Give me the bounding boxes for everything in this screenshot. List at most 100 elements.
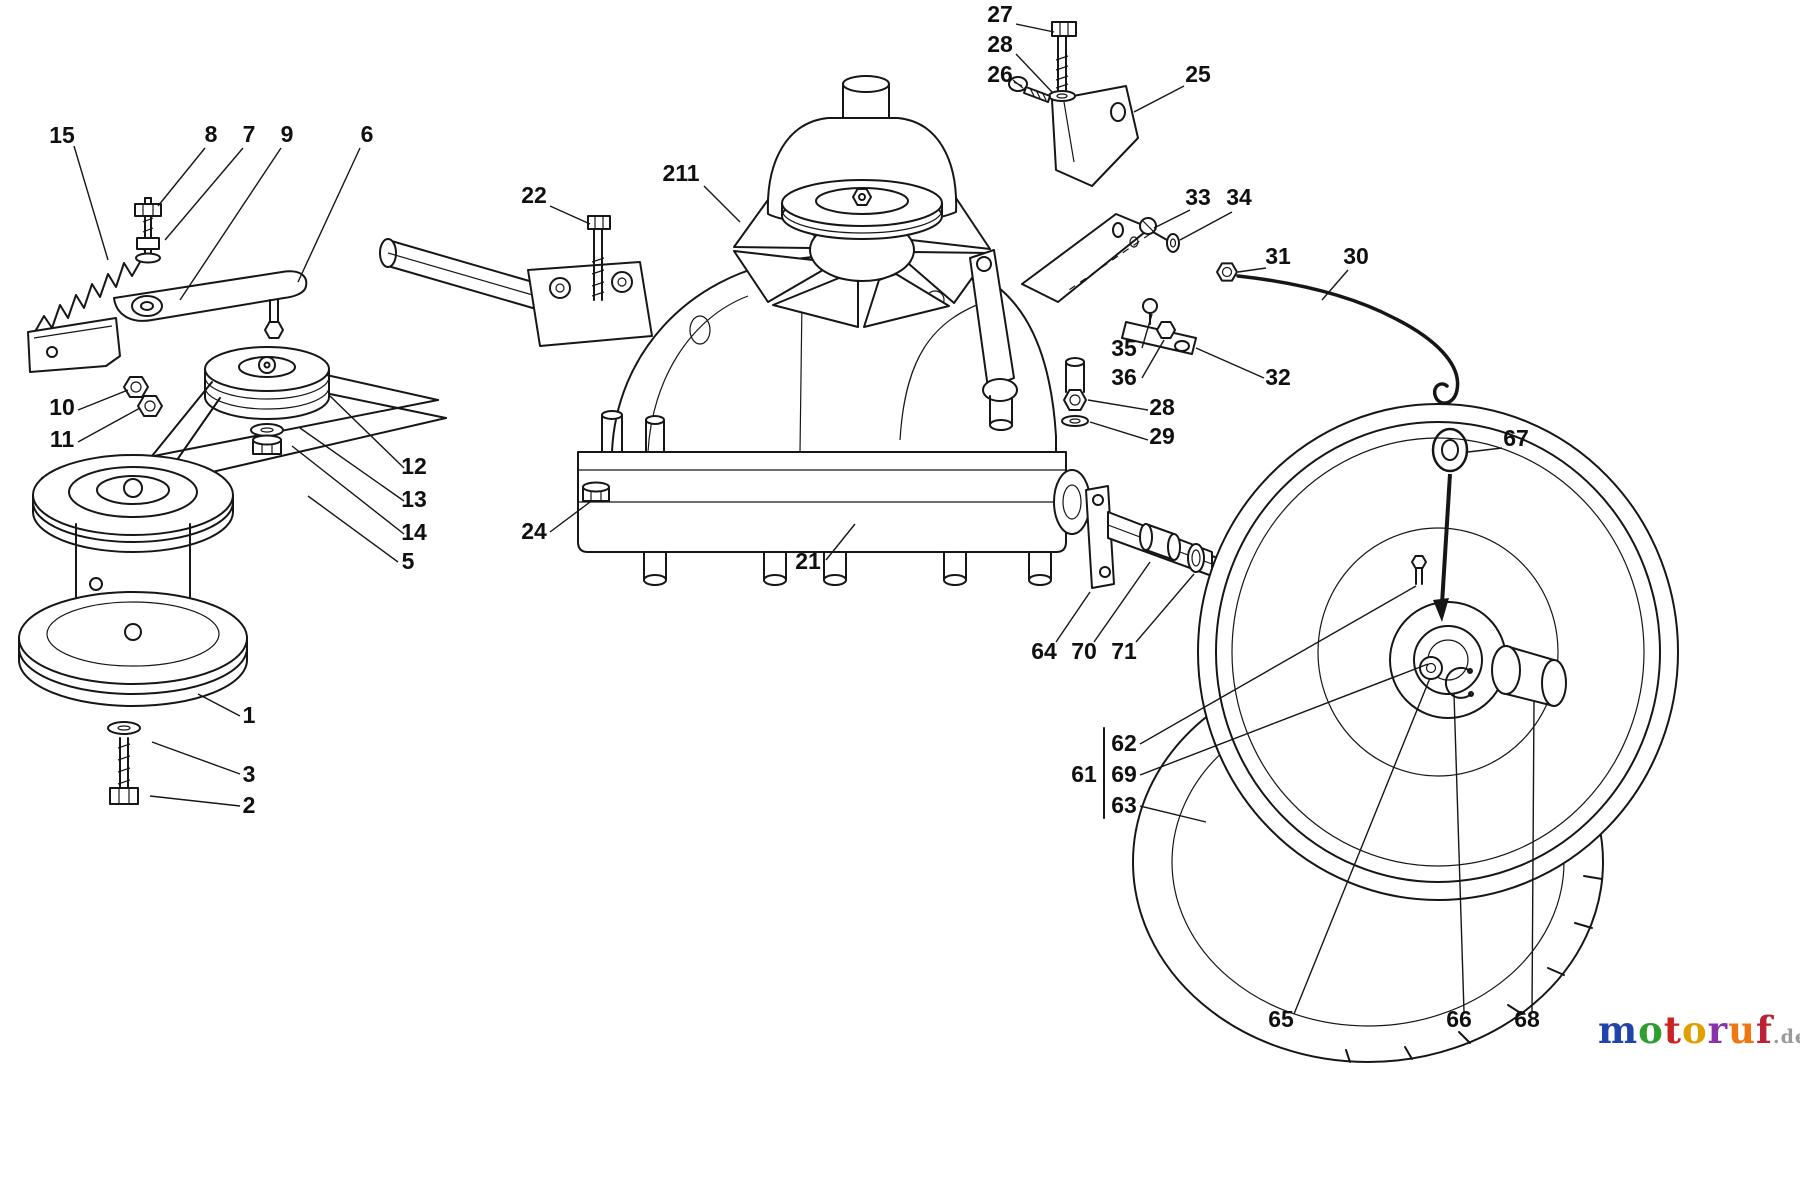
leader-line-25 (1133, 85, 1185, 113)
leader-line-13 (299, 427, 405, 502)
link-bar (1121, 298, 1197, 355)
insert-arrow (1433, 473, 1452, 622)
leader-line-71 (1135, 573, 1195, 643)
watermark-letter: t (1663, 1008, 1682, 1052)
part-label-31: 31 (1265, 243, 1291, 269)
part-label-6: 6 (361, 121, 374, 147)
adjuster-bolt (134, 197, 162, 264)
main-pulley-assembly (18, 454, 248, 805)
tensioner-lever (113, 270, 308, 339)
part-label-65: 65 (1268, 1006, 1294, 1032)
hex-nut-11 (137, 395, 163, 417)
input-shaft (379, 238, 551, 314)
watermark-word: motoruf (1598, 1008, 1773, 1052)
washer-67 (1431, 427, 1469, 473)
leader-line-14 (291, 445, 405, 535)
leader-line-21 (825, 523, 856, 561)
hex-nut-10 (123, 376, 149, 398)
part-label-22: 22 (521, 182, 547, 208)
leader-line-29 (1089, 421, 1149, 441)
leader-line-6 (297, 147, 361, 283)
leader-line-24 (549, 501, 591, 533)
leader-line-5 (307, 495, 399, 563)
part-label-64: 64 (1031, 638, 1057, 664)
part-label-36: 36 (1111, 364, 1137, 390)
nut-24 (582, 481, 610, 502)
leader-line-32 (1195, 347, 1265, 379)
hub-cap (1491, 645, 1567, 707)
leader-line-1 (197, 693, 241, 717)
upper-bracket-group (1008, 21, 1460, 405)
part-label-21: 21 (795, 548, 821, 574)
transmission-assembly (379, 75, 1197, 586)
leader-line-36 (1141, 339, 1165, 379)
leader-line-10 (77, 389, 129, 411)
part-label-2: 2 (243, 792, 256, 818)
part-label-10: 10 (49, 394, 75, 420)
part-label-28b: 28 (1149, 394, 1175, 420)
part-label-71: 71 (1111, 638, 1137, 664)
tensioner-assembly (27, 197, 330, 455)
control-rod-30 (1236, 274, 1460, 405)
part-label-66: 66 (1446, 1006, 1472, 1032)
anchor-bracket (27, 317, 121, 373)
screw-26 (1008, 76, 1051, 103)
mounting-studs (643, 551, 1052, 586)
part-label-1: 1 (243, 702, 256, 728)
brake-lever-arm (969, 249, 1018, 431)
leader-line-65 (1293, 677, 1431, 1015)
watermark-letter: u (1728, 1008, 1757, 1052)
bolt-27 (1051, 21, 1077, 91)
upper-mount-bracket (1021, 213, 1180, 303)
hub-washer (1419, 656, 1443, 680)
idler-pulley (204, 346, 330, 455)
part-label-3: 3 (243, 761, 256, 787)
part-label-63: 63 (1111, 792, 1137, 818)
part-label-13: 13 (401, 486, 427, 512)
pulley-washer (107, 721, 141, 735)
bracket-25 (1051, 85, 1139, 187)
watermark: motoruf.de (1598, 1012, 1800, 1049)
wheel-rim (1197, 403, 1679, 901)
leader-line-7 (164, 147, 244, 241)
watermark-letter: m (1598, 1008, 1639, 1052)
leader-line-22 (549, 205, 591, 225)
part-label-211: 211 (662, 160, 699, 186)
leader-line-69 (1139, 663, 1429, 776)
part-label-5: 5 (402, 548, 415, 574)
leader-line-8 (157, 147, 206, 207)
part-label-32: 32 (1265, 364, 1291, 390)
part-label-61: 61 (1071, 761, 1097, 787)
leader-line-63 (1139, 805, 1207, 823)
part-label-7: 7 (243, 121, 256, 147)
leader-line-66 (1453, 693, 1465, 1013)
part-label-24: 24 (521, 518, 547, 544)
leader-line-28b (1087, 399, 1149, 411)
part-label-69: 69 (1111, 761, 1137, 787)
leader-line-68 (1531, 701, 1535, 1013)
part-label-29: 29 (1149, 423, 1175, 449)
part-label-67: 67 (1503, 425, 1529, 451)
watermark-letter: r (1707, 1008, 1729, 1052)
part-label-26: 26 (987, 61, 1013, 87)
part-label-68: 68 (1514, 1006, 1540, 1032)
part-label-27: 27 (987, 1, 1013, 27)
leader-line-33 (1153, 209, 1191, 229)
leader-line-27 (1015, 23, 1055, 33)
leader-line-15 (73, 145, 109, 261)
leader-line-211 (703, 185, 741, 223)
part-label-9: 9 (281, 121, 294, 147)
input-flange (527, 261, 653, 347)
part-label-12: 12 (401, 453, 427, 479)
leader-line-64 (1055, 591, 1091, 643)
watermark-letter: f (1756, 1008, 1773, 1052)
fan-pulley (781, 179, 943, 240)
leader-line-31 (1237, 267, 1267, 273)
part-label-35: 35 (1111, 335, 1137, 361)
washer-28 (1048, 90, 1076, 102)
leader-line-26 (1013, 81, 1023, 87)
part-label-62: 62 (1111, 730, 1137, 756)
